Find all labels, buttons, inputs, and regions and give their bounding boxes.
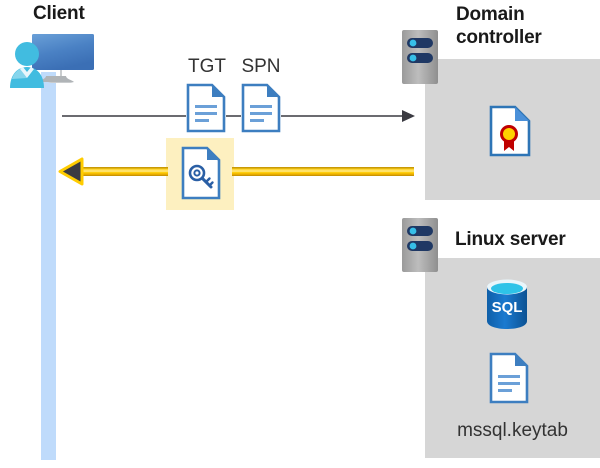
linux-server-rack-icon — [402, 218, 438, 272]
request-arrow-head — [402, 108, 416, 124]
linux-server-label: Linux server — [455, 229, 566, 250]
keytab-document-icon — [489, 352, 529, 404]
tgt-label: TGT — [188, 56, 226, 77]
domain-controller-label-line1: Domain — [456, 4, 525, 25]
client-label: Client — [33, 3, 85, 24]
client-lifeline — [41, 72, 56, 460]
svg-text:SQL: SQL — [492, 299, 523, 316]
domain-controller-label-line2: controller — [456, 27, 542, 48]
response-arrow-line-left — [76, 167, 168, 176]
sql-database-icon: SQL — [484, 278, 530, 330]
certificate-document-icon — [489, 105, 531, 157]
domain-controller-server-rack-icon — [402, 30, 438, 84]
user-monitor-icon — [8, 24, 100, 88]
spn-label: SPN — [241, 56, 281, 77]
response-arrow-line-right — [232, 167, 414, 176]
tgt-document-icon — [186, 83, 226, 133]
keytab-filename-label: mssql.keytab — [457, 420, 568, 441]
spn-document-icon — [241, 83, 281, 133]
request-arrow-line — [62, 115, 410, 117]
response-arrow-head — [58, 157, 84, 186]
key-document-icon — [181, 146, 221, 200]
